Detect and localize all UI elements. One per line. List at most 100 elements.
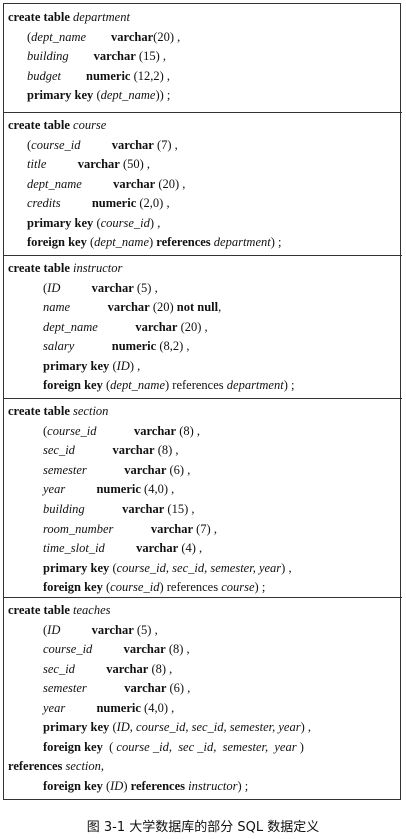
sql-identifier: dept_name xyxy=(110,378,165,392)
sql-identifier: section xyxy=(65,759,101,773)
sql-keyword: create table xyxy=(8,261,74,275)
sql-text: ) , xyxy=(281,560,292,575)
sql-line: primary key (ID) , xyxy=(43,358,140,374)
sql-text: (2,0) , xyxy=(136,196,170,210)
sql-identifier: budget xyxy=(27,68,62,83)
sql-identifier: dept_name xyxy=(43,319,98,334)
sql-keyword: varchar xyxy=(77,157,120,171)
sql-keyword: varchar xyxy=(135,319,178,334)
sql-text xyxy=(85,502,123,516)
sql-text: (5) , xyxy=(133,280,158,295)
sql-identifier: ID xyxy=(110,778,124,793)
sql-text xyxy=(82,177,113,191)
sql-line: primary key (course_id) , xyxy=(27,215,160,231)
sql-text xyxy=(87,463,125,477)
sql-line: course_id varchar (8) , xyxy=(43,641,190,657)
sql-identifier: department xyxy=(73,10,130,24)
sql-line: time_slot_id varchar (4) , xyxy=(43,540,202,556)
sql-text: (7) , xyxy=(193,521,217,536)
sql-keyword: foreign key xyxy=(43,778,103,793)
sql-text: (20) xyxy=(149,300,177,314)
sql-line: year numeric (4,0) , xyxy=(43,700,174,716)
sql-text: ( xyxy=(102,739,117,754)
sql-line: name varchar (20) not null, xyxy=(43,299,221,315)
sql-text xyxy=(61,196,92,210)
sql-identifier: year xyxy=(43,700,66,715)
sql-keyword: not null xyxy=(176,300,219,314)
sql-text xyxy=(98,320,136,334)
sql-text: (6) , xyxy=(166,462,191,477)
sql-line: foreign key ( course _id, sec _id, semes… xyxy=(43,739,304,755)
sql-line: sec_id varchar (8) , xyxy=(43,442,179,458)
sql-text: (4,0) , xyxy=(140,482,175,497)
sql-identifier: course_id xyxy=(110,580,160,595)
sql-line: credits numeric (2,0) , xyxy=(27,195,170,211)
sql-identifier: course xyxy=(73,118,107,132)
sql-line: foreign key (course_id) references cours… xyxy=(43,579,265,595)
sql-keyword: varchar xyxy=(111,137,154,152)
sql-line: budget numeric (12,2) , xyxy=(27,68,170,84)
sql-text: (7) , xyxy=(153,137,178,152)
sql-text xyxy=(113,522,151,536)
sql-text: ) , xyxy=(129,358,141,373)
sql-text: ( xyxy=(102,778,111,793)
sql-identifier: dept_name xyxy=(31,29,87,44)
sql-identifier: course _id, sec _id, semester, year xyxy=(116,739,297,754)
sql-line: references section, xyxy=(8,758,104,774)
sql-keyword: foreign key xyxy=(43,580,103,595)
sql-keyword: numeric xyxy=(111,339,157,353)
sql-line: (course_id varchar (8) , xyxy=(43,423,200,439)
sql-text: )) ; xyxy=(155,88,171,102)
figure-caption: 图 3-1 大学数据库的部分 SQL 数据定义 xyxy=(86,820,320,835)
sql-line: dept_name varchar (20) , xyxy=(43,319,208,335)
sql-text: ) xyxy=(296,739,304,754)
sql-text: ) ; xyxy=(237,778,249,793)
sql-text: , xyxy=(218,300,222,314)
sql-text: ( xyxy=(102,378,111,392)
sql-text: ) ; xyxy=(270,235,282,249)
sql-keyword: primary key xyxy=(43,720,110,734)
sql-text: (12,2) , xyxy=(130,68,171,83)
sql-text: (8) , xyxy=(154,443,179,458)
sql-identifier: sec_id xyxy=(43,443,75,458)
sql-keyword: primary key xyxy=(43,358,110,373)
sql-line: semester varchar (6) , xyxy=(43,462,190,478)
sql-keyword: varchar xyxy=(122,502,165,516)
sql-keyword: varchar xyxy=(123,642,166,656)
sql-text: ( xyxy=(43,423,48,438)
sql-identifier: semester xyxy=(43,462,87,477)
sql-keyword: varchar xyxy=(113,176,156,191)
sql-text: ( xyxy=(93,88,101,102)
sql-text: (50) , xyxy=(119,157,151,171)
sql-text: (15) , xyxy=(135,49,166,63)
sql-text: (8) , xyxy=(165,642,190,656)
sql-text: (15) , xyxy=(164,502,195,516)
sql-text xyxy=(87,681,125,695)
sql-text: (20) , xyxy=(153,29,181,44)
sql-line: title varchar (50) , xyxy=(27,156,150,172)
sql-text xyxy=(46,157,77,171)
block-separator xyxy=(4,398,402,399)
sql-text: (8) , xyxy=(148,661,173,676)
sql-keyword: foreign key xyxy=(43,739,103,754)
sql-line: sec_id varchar (8) , xyxy=(43,661,172,677)
sql-identifier: course_id xyxy=(43,642,93,656)
sql-text: ( xyxy=(109,560,117,575)
sql-text: ( xyxy=(102,580,111,595)
sql-keyword: create table xyxy=(8,10,74,24)
block-separator xyxy=(4,112,402,113)
sql-line: room_number varchar (7) , xyxy=(43,521,217,537)
sql-line: foreign key (dept_name) references depar… xyxy=(43,377,294,393)
sql-identifier: credits xyxy=(27,196,61,210)
sql-line: (ID varchar (5) , xyxy=(43,280,158,296)
sql-keyword: varchar xyxy=(124,462,167,477)
sql-text: (6) , xyxy=(166,681,191,695)
sql-text: ( xyxy=(43,280,48,295)
sql-identifier: course_id xyxy=(100,215,150,230)
sql-keyword: references xyxy=(156,235,211,249)
sql-keyword: numeric xyxy=(91,196,137,210)
sql-line: foreign key (ID) references instructor) … xyxy=(43,778,248,794)
sql-identifier: course xyxy=(221,580,255,595)
sql-keyword: primary key xyxy=(43,560,110,575)
sql-line: foreign key (dept_name) references depar… xyxy=(27,234,282,250)
